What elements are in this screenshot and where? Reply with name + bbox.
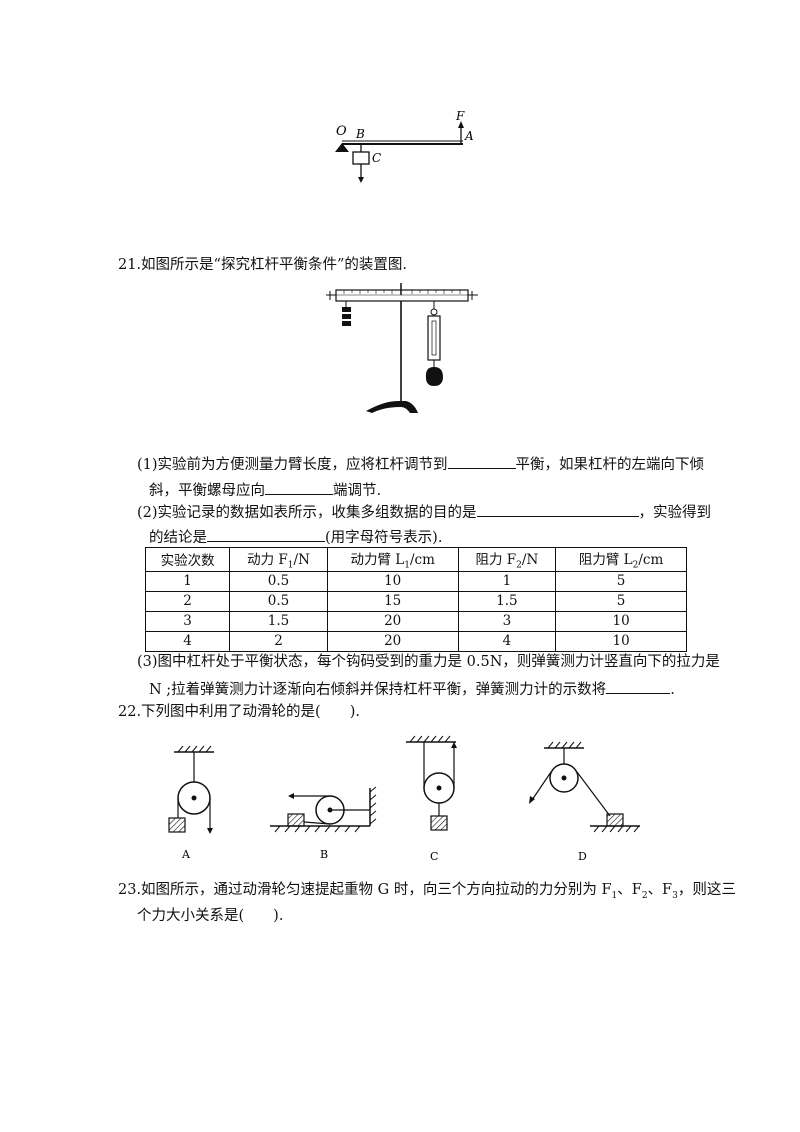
label-c: C xyxy=(372,151,381,165)
label-f: F xyxy=(455,109,465,123)
label-o: O xyxy=(336,124,347,139)
q23-line1: 23.如图所示，通过动滑轮匀速提起重物 G 时，向三个方向拉动的力分别为 F1、… xyxy=(118,882,736,901)
table-header-row: 实验次数 动力 F1/N 动力臂 L1/cm 阻力 F2/N 阻力臂 L2/cm xyxy=(144,547,687,572)
answer-blank-balance[interactable] xyxy=(447,453,516,469)
answer-blank-purpose[interactable] xyxy=(476,501,639,517)
q23-line2: 个力大小关系是( ). xyxy=(137,908,284,924)
q21-part1-line1: (1)实验前为方便测量力臂长度，应将杠杆调节到平衡，如果杠杆的左端向下倾 xyxy=(137,453,704,475)
table-header: 实验次数 xyxy=(144,547,231,572)
answer-blank-reading[interactable] xyxy=(606,678,671,694)
table-header: 动力 F1/N xyxy=(229,547,328,572)
q22-title: 22.下列图中利用了动滑轮的是( ). xyxy=(118,704,360,720)
table-header: 阻力 F2/N xyxy=(457,547,557,572)
option-b-diagram: B xyxy=(270,786,377,861)
label-b: B xyxy=(355,127,365,141)
lever-apparatus-figure xyxy=(326,283,478,413)
q21-title: 21.如图所示是“探究杠杆平衡条件”的装置图. xyxy=(118,257,407,273)
option-b-label: B xyxy=(320,848,328,861)
q21-part1-line2: 斜，平衡螺母应向端调节. xyxy=(149,479,381,501)
answer-blank-conclusion[interactable] xyxy=(207,526,325,542)
q21-part2-line1: (2)实验记录的数据如表所示，收集多组数据的目的是，实验得到 xyxy=(137,501,711,523)
experiment-data-table: 实验次数 动力 F1/N 动力臂 L1/cm 阻力 F2/N 阻力臂 L2/cm… xyxy=(144,547,687,652)
option-d-label: D xyxy=(578,850,587,863)
q21-part2-line2: 的结论是(用字母符号表示). xyxy=(149,526,442,548)
answer-blank-direction[interactable] xyxy=(265,479,333,495)
lever-figure-top: O B C F A xyxy=(335,109,474,183)
label-a: A xyxy=(464,129,474,143)
q21-part3-line1: (3)图中杠杆处于平衡状态，每个钩码受到的重力是 0.5N，则弹簧测力计竖直向下… xyxy=(137,654,720,670)
table-header: 动力臂 L1/cm xyxy=(326,547,459,572)
option-c-diagram: C xyxy=(406,735,457,863)
option-a-label: A xyxy=(181,848,191,861)
option-c-label: C xyxy=(430,850,438,863)
pulley-options-figure: A B C xyxy=(168,735,640,863)
q21-part3-line2: N ;拉着弹簧测力计逐渐向右倾斜并保持杠杆平衡，弹簧测力计的示数将. xyxy=(149,678,675,700)
option-d-diagram: D xyxy=(529,741,640,863)
table-header: 阻力臂 L2/cm xyxy=(555,547,687,572)
option-a-diagram: A xyxy=(168,745,214,861)
